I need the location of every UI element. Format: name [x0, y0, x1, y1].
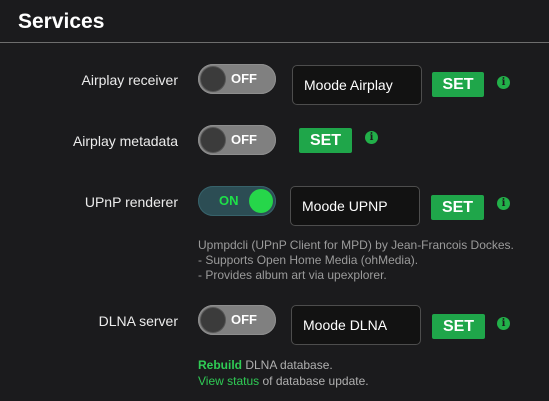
- toggle-state-label: OFF: [231, 71, 257, 86]
- airplay-metadata-toggle[interactable]: OFF: [198, 125, 276, 155]
- airplay-receiver-set-button[interactable]: SET: [432, 72, 484, 97]
- toggle-state-label: ON: [219, 193, 239, 208]
- help-line: Upmpdcli (UPnP Client for MPD) by Jean-F…: [198, 238, 514, 252]
- help-line: - Provides album art via upexplorer.: [198, 268, 387, 282]
- airplay-receiver-label: Airplay receiver: [81, 72, 178, 88]
- rebuild-line: Rebuild DLNA database.: [198, 357, 369, 373]
- airplay-metadata-set-button[interactable]: SET: [299, 128, 352, 153]
- view-status-line: View status of database update.: [198, 373, 369, 389]
- airplay-name-input[interactable]: [292, 65, 422, 105]
- section-title: Services: [18, 10, 105, 33]
- info-icon[interactable]: i: [365, 131, 378, 144]
- toggle-knob: [201, 308, 225, 332]
- upnp-name-input[interactable]: [290, 186, 420, 226]
- toggle-state-label: OFF: [231, 312, 257, 327]
- dlna-server-label: DLNA server: [98, 313, 178, 329]
- airplay-receiver-toggle[interactable]: OFF: [198, 64, 276, 94]
- upnp-renderer-label: UPnP renderer: [84, 194, 178, 210]
- view-status-suffix: of database update.: [259, 374, 369, 388]
- rebuild-suffix: DLNA database.: [242, 358, 333, 372]
- toggle-knob: [201, 128, 225, 152]
- info-icon[interactable]: i: [497, 76, 510, 89]
- section-divider: [0, 42, 549, 43]
- info-icon[interactable]: i: [497, 317, 510, 330]
- upnp-help-text: Upmpdcli (UPnP Client for MPD) by Jean-F…: [198, 238, 514, 283]
- dlna-note: Rebuild DLNA database. View status of da…: [198, 357, 369, 389]
- toggle-knob: [249, 189, 273, 213]
- toggle-state-label: OFF: [231, 132, 257, 147]
- dlna-server-set-button[interactable]: SET: [432, 314, 485, 339]
- info-icon[interactable]: i: [497, 197, 510, 210]
- airplay-metadata-label: Airplay metadata: [72, 133, 178, 149]
- help-line: - Supports Open Home Media (ohMedia).: [198, 253, 419, 267]
- dlna-server-toggle[interactable]: OFF: [198, 305, 276, 335]
- dlna-name-input[interactable]: [291, 305, 421, 345]
- rebuild-link[interactable]: Rebuild: [198, 358, 242, 372]
- view-status-link[interactable]: View status: [198, 374, 260, 388]
- upnp-renderer-toggle[interactable]: ON: [198, 186, 276, 216]
- toggle-knob: [201, 67, 225, 91]
- upnp-renderer-set-button[interactable]: SET: [431, 195, 484, 220]
